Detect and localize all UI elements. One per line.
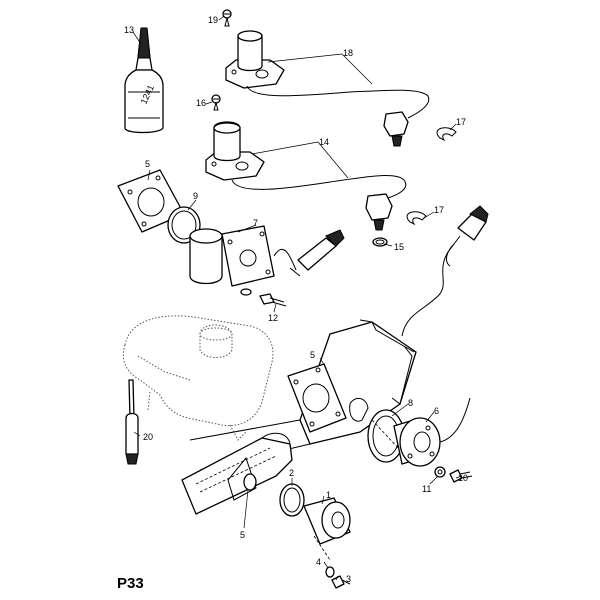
callout-labels: 13 19 18 16 17 14 5 9 7 17 15 12 5 8 6 2… — [124, 15, 468, 584]
screw-19 — [222, 9, 232, 27]
coolant-reservoir-ghost — [122, 315, 274, 441]
washer-11 — [434, 466, 446, 478]
callout-15: 15 — [394, 242, 404, 252]
seal-ring-8 — [367, 409, 405, 463]
engine-block — [189, 319, 417, 471]
callout-8: 8 — [408, 398, 413, 408]
washer-small — [240, 288, 252, 296]
callout-14: 14 — [319, 137, 329, 147]
crankcase — [181, 432, 293, 515]
bolt-10 — [449, 469, 473, 483]
pump-assembly-7 — [189, 225, 345, 287]
callout-20: 20 — [143, 432, 153, 442]
clip-17-lower — [406, 211, 427, 226]
callout-9: 9 — [193, 191, 198, 201]
callout-5-lower: 5 — [240, 530, 245, 540]
callout-6: 6 — [434, 406, 439, 416]
callout-18: 18 — [343, 48, 353, 58]
upper-sensor-18 — [225, 30, 430, 147]
callout-5-upper: 5 — [145, 159, 150, 169]
lower-sensor-14 — [205, 121, 407, 231]
screw-16 — [211, 94, 221, 111]
probe-20 — [125, 379, 139, 465]
callout-5-middle: 5 — [310, 350, 315, 360]
callout-3: 3 — [346, 574, 351, 584]
leader-lines — [132, 15, 463, 581]
callout-2: 2 — [289, 468, 294, 478]
clip-17-upper — [436, 127, 457, 142]
callout-13: 13 — [124, 25, 134, 35]
callout-4: 4 — [316, 557, 321, 567]
seal-ring-2 — [279, 483, 305, 517]
o-ring-15 — [372, 237, 388, 247]
sensor-lead-right — [401, 205, 489, 337]
callout-10: 10 — [458, 473, 468, 483]
bolt-12 — [259, 293, 287, 307]
callout-12: 12 — [268, 313, 278, 323]
callout-17-upper: 17 — [456, 117, 466, 127]
callout-11: 11 — [422, 484, 431, 494]
page-code: P33 — [117, 575, 144, 592]
washer-4 — [325, 566, 335, 578]
adhesive-bottle: 1241 — [124, 27, 164, 134]
housing-1 — [303, 497, 351, 561]
callout-7: 7 — [253, 218, 258, 228]
callout-19: 19 — [208, 15, 218, 25]
callout-17-lower: 17 — [434, 205, 444, 215]
callout-1: 1 — [326, 490, 331, 500]
flange-6 — [393, 397, 471, 467]
callout-16: 16 — [196, 98, 206, 108]
